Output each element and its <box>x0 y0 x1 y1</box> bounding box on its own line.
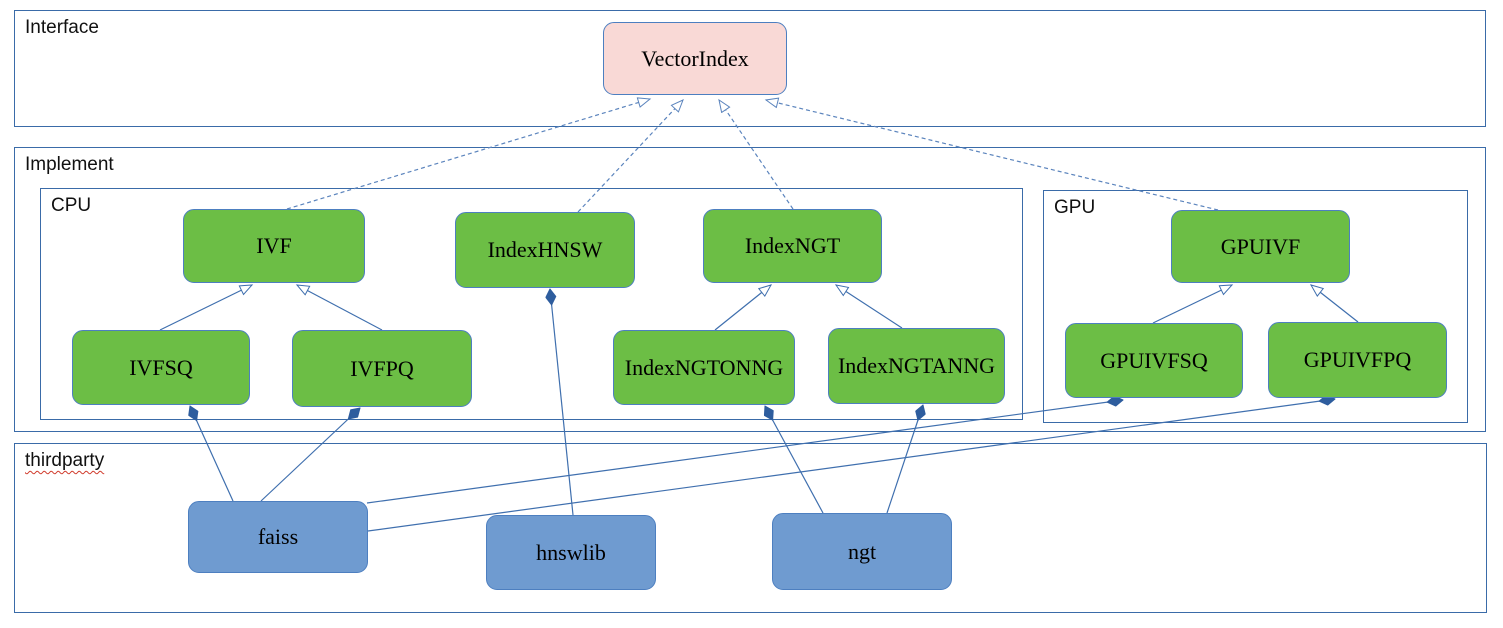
container-interface: Interface <box>14 10 1486 127</box>
container-label-interface: Interface <box>25 17 99 38</box>
container-label-implement: Implement <box>25 154 114 175</box>
container-label-gpu: GPU <box>1054 197 1096 218</box>
container-gpu: GPU <box>1043 190 1468 423</box>
container-cpu: CPU <box>40 188 1023 420</box>
container-thirdparty: thirdparty <box>14 443 1487 613</box>
container-label-cpu: CPU <box>51 195 92 216</box>
container-label-thirdparty: thirdparty <box>25 450 105 471</box>
